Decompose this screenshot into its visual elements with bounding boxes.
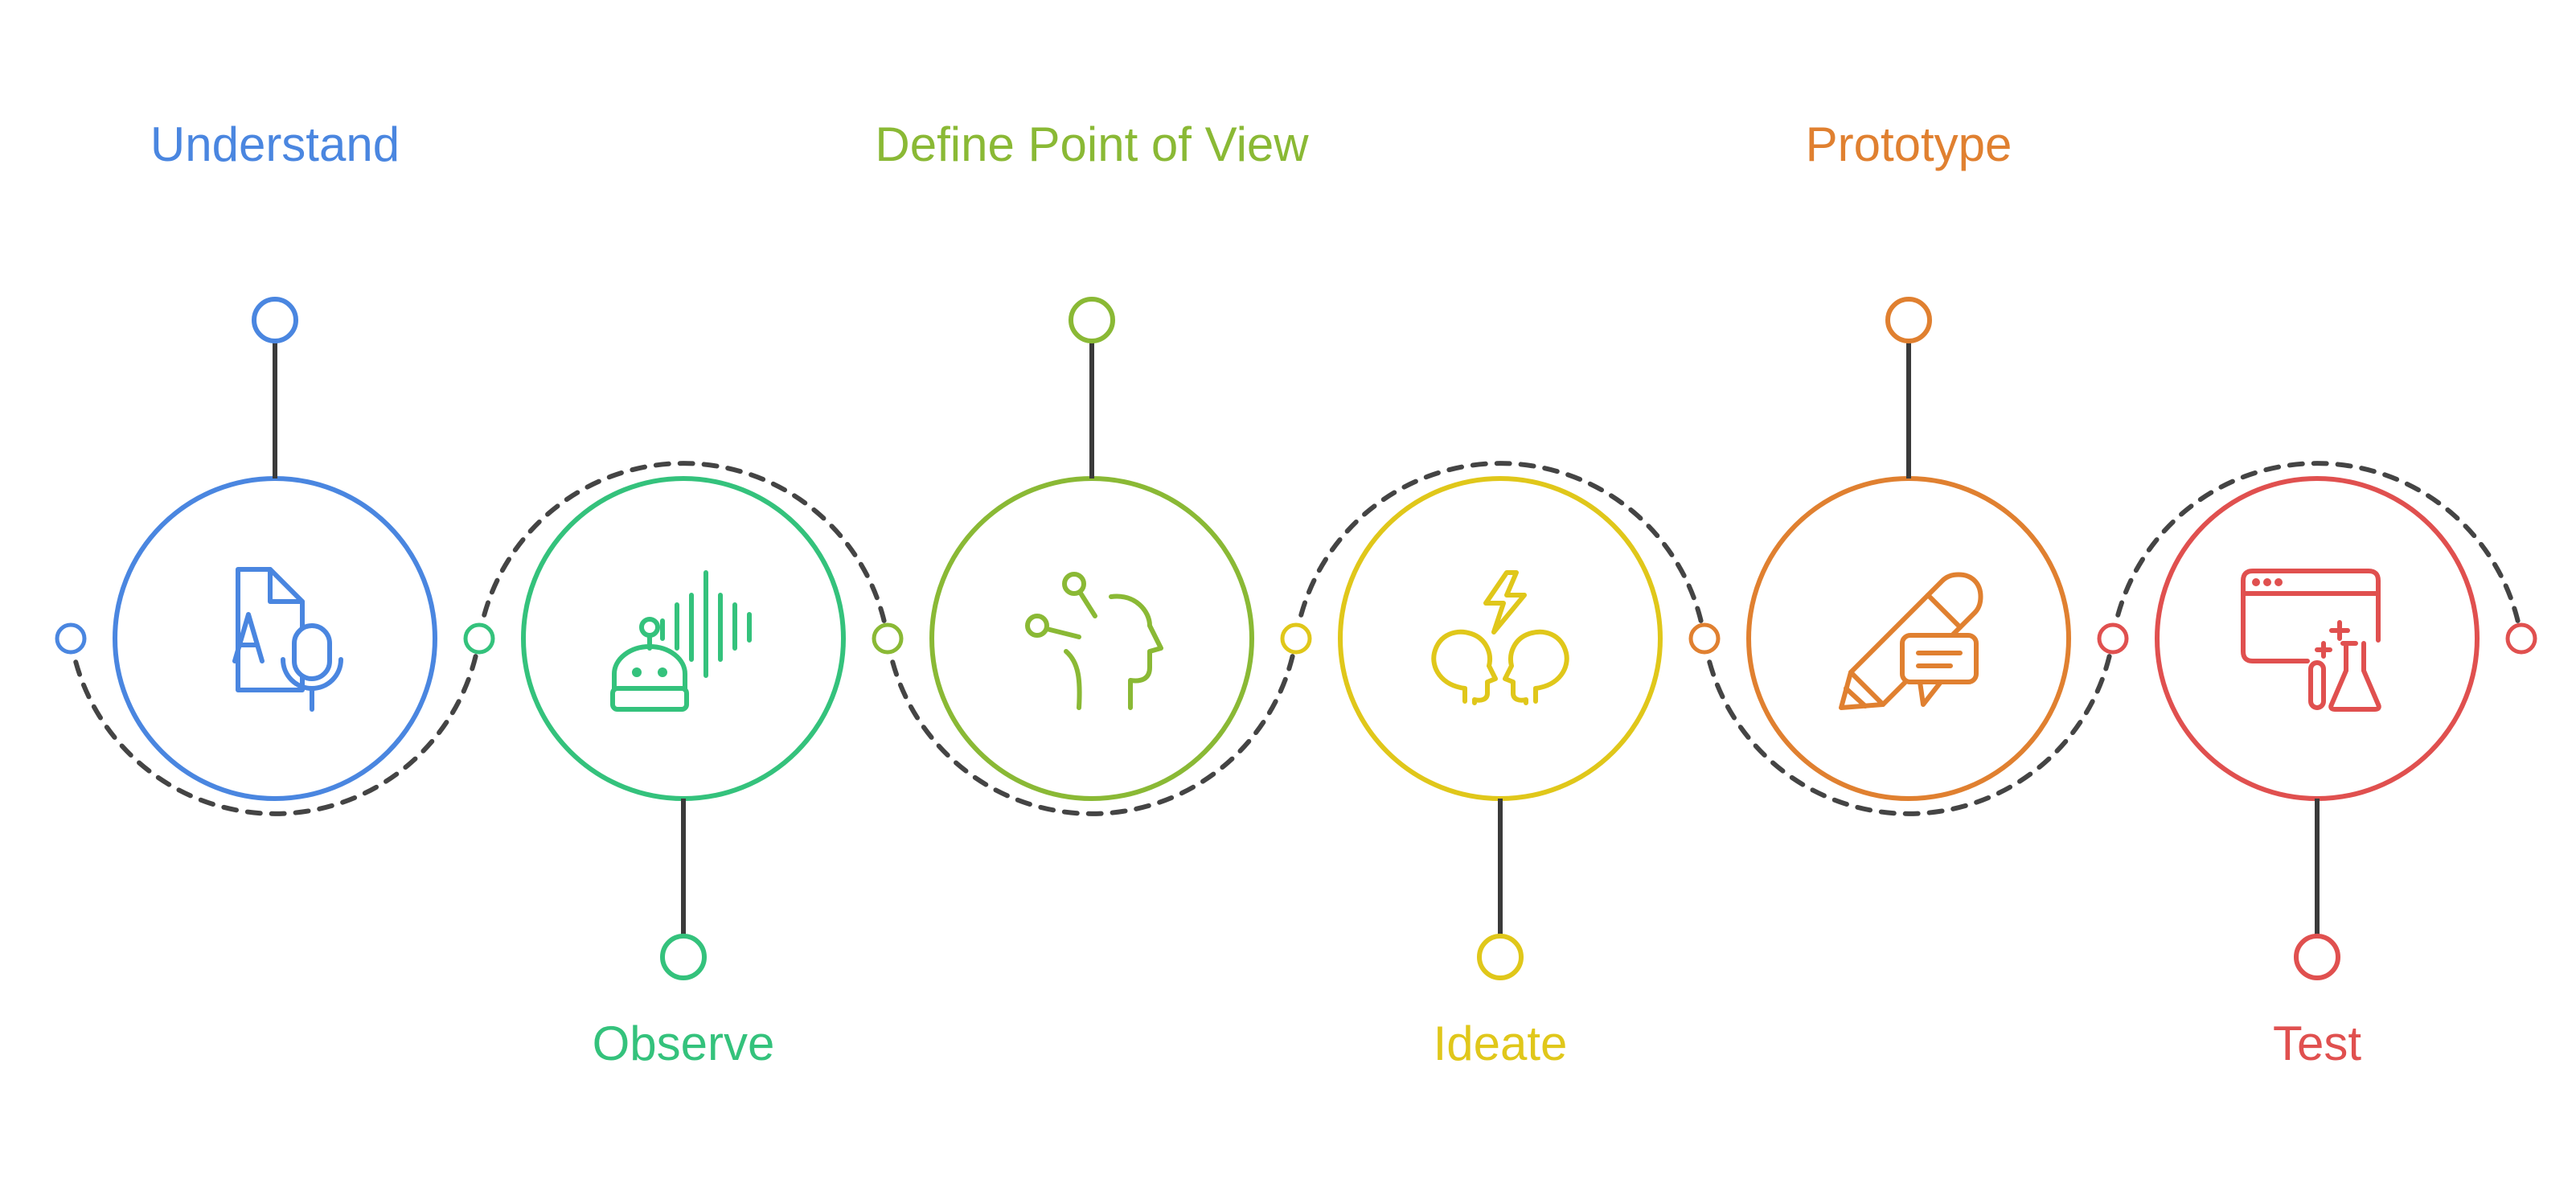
- stage-label: Test: [2273, 1017, 2361, 1070]
- browser-lab-icon: [2241, 569, 2381, 712]
- stage-observe: Observe: [463, 476, 846, 1070]
- stage-test: Test: [2097, 476, 2537, 1070]
- stage-prototype: Prototype: [1688, 117, 2071, 801]
- pencil-chat-icon: [1839, 572, 1983, 710]
- stage-circle: [2155, 476, 2480, 801]
- stage-circle: [1338, 476, 1663, 801]
- stage-end-node: [252, 297, 298, 343]
- stage-end-node: [1069, 297, 1115, 343]
- dashed-arc-4: [1294, 461, 1707, 641]
- arc-junction-node: [55, 622, 87, 655]
- stage-end-node: [1885, 297, 1932, 343]
- arc-junction-node: [2097, 622, 2129, 655]
- dashed-arc-1: [68, 636, 482, 816]
- head-ideas-icon: [1025, 572, 1163, 710]
- stage-circle: [521, 476, 846, 801]
- dashed-arc-5: [1702, 636, 2115, 816]
- stage-label: Observe: [593, 1017, 775, 1070]
- stage-understand: Understand: [55, 117, 437, 801]
- stage-label: Define Point of View: [875, 117, 1309, 171]
- brainstorm-heads-icon: [1431, 570, 1569, 705]
- stage-label: Understand: [150, 117, 400, 171]
- arc-junction-node: [1280, 622, 1312, 655]
- stage-ideate: Ideate: [1280, 476, 1663, 1070]
- stage-end-node: [2294, 934, 2340, 980]
- stage-end-node: [1477, 934, 1524, 980]
- arc-junction-node: [463, 622, 495, 655]
- arc-junction-node: [872, 622, 904, 655]
- stage-circle: [113, 476, 437, 801]
- stage-circle: [929, 476, 1254, 801]
- dashed-connector-arcs: [68, 461, 2524, 816]
- arc-end-node: [2505, 622, 2537, 655]
- dashed-arc-3: [885, 636, 1298, 816]
- dashed-arc-2: [477, 461, 890, 641]
- document-audio-icon: [232, 567, 343, 712]
- dashed-arc-6: [2110, 461, 2524, 641]
- robot-sound-wave-icon: [610, 570, 752, 712]
- arc-junction-node: [1688, 622, 1721, 655]
- stage-label: Prototype: [1806, 117, 2012, 171]
- stage-end-node: [660, 934, 707, 980]
- stage-label: Ideate: [1434, 1017, 1568, 1070]
- stage-define-point-of-view: Define Point of View: [872, 117, 1309, 801]
